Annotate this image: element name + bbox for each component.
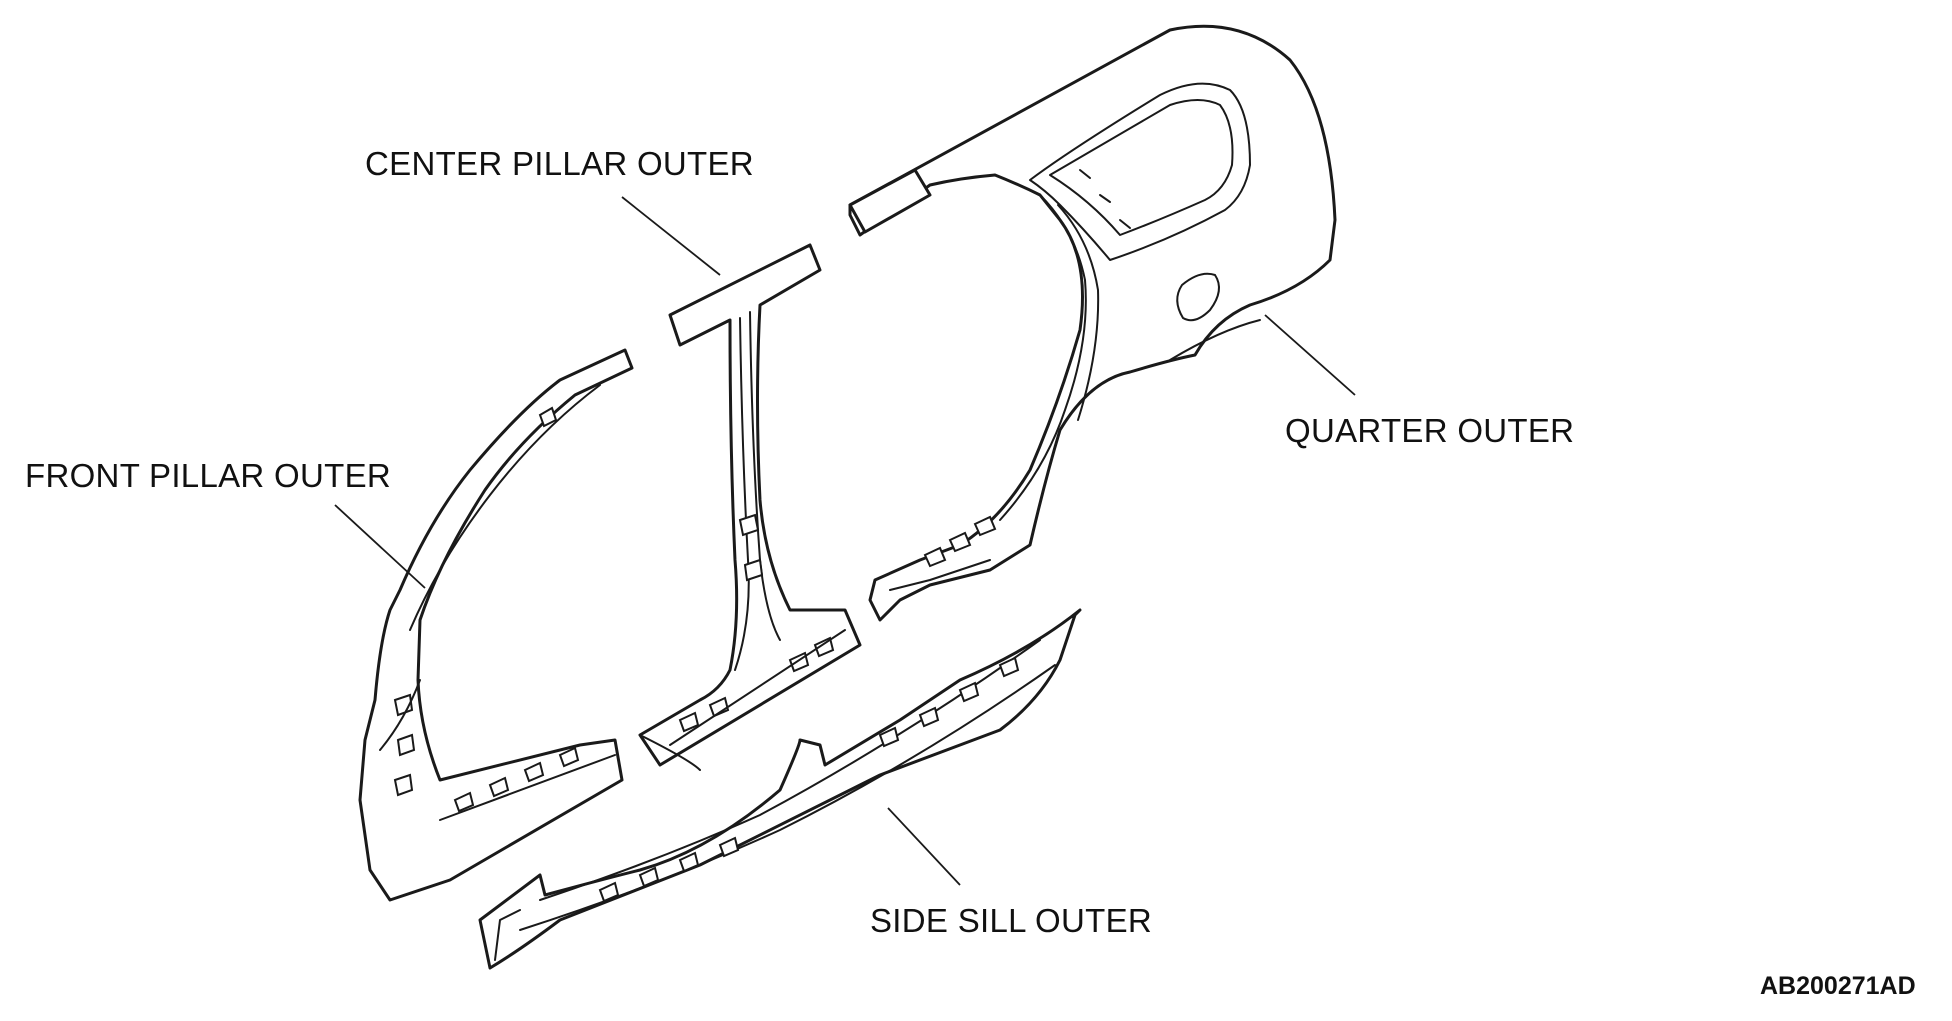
quarter-outer-label: QUARTER OUTER xyxy=(1285,412,1575,449)
quarter-outer-leader-line xyxy=(1264,314,1356,396)
front-pillar-leader-line xyxy=(334,504,426,589)
side-sill-outer-label: SIDE SILL OUTER xyxy=(870,902,1153,939)
side-sill-leader-line xyxy=(887,807,961,886)
front-pillar-outer-label: FRONT PILLAR OUTER xyxy=(25,457,392,494)
figure-code: AB200271AD xyxy=(1760,972,1916,1000)
quarter-outer-panel xyxy=(848,24,1337,622)
side-sill-outer-panel xyxy=(478,608,1082,970)
center-pillar-outer-panel xyxy=(638,243,862,771)
front-pillar-outer-panel xyxy=(358,348,634,902)
center-pillar-leader-line xyxy=(621,196,721,276)
roof-rail-segments xyxy=(848,168,932,234)
center-pillar-outer-label: CENTER PILLAR OUTER xyxy=(365,145,754,182)
